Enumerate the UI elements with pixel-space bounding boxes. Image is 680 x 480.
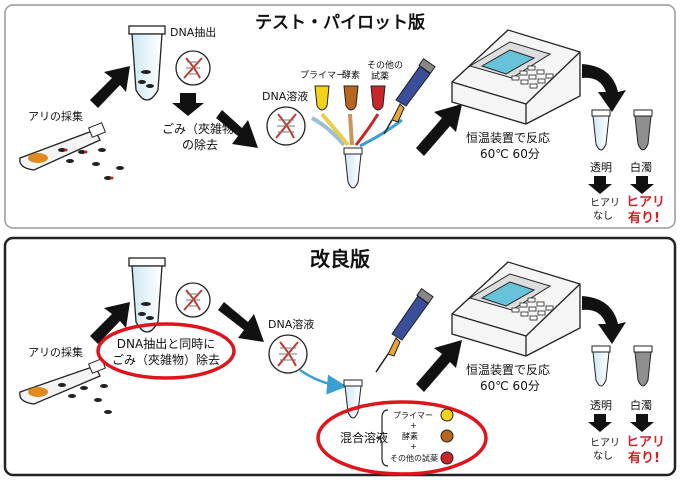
fire-ant-found-line2: 有り! (628, 210, 660, 226)
no-fire-ant-line2: なし (593, 210, 613, 222)
pipette-bottom-icon (375, 288, 434, 373)
highlight-ellipse-extraction (96, 322, 236, 380)
dna-solution-label-bottom: DNA溶液 (268, 317, 314, 331)
no-fire-ant-line2-bottom: なし (593, 450, 613, 462)
clear-label: 透明 (590, 161, 612, 174)
reagents-top: プライマー 酵素 その他の 試薬 (300, 59, 403, 148)
device-line2-bottom: 60℃ 60分 (480, 379, 540, 393)
arrow-to-extraction-bottom-icon (90, 302, 130, 344)
arrow-down-turbid-bottom-icon (630, 414, 654, 432)
turbid-label: 白濁 (630, 160, 652, 174)
arrow-to-dna-solution-bottom-icon (218, 302, 264, 342)
other-line1: その他の (367, 59, 403, 71)
dna-solution-top: DNA溶液 (262, 89, 308, 146)
dna-solution-bottom: DNA溶液 (268, 317, 347, 395)
no-fire-ant-line1: ヒアリ (590, 197, 620, 209)
primer-dot (440, 408, 454, 422)
no-fire-ant-line1-bottom: ヒアリ (590, 437, 620, 449)
other-tube-icon (370, 85, 386, 111)
bottom-panel: 改良版 アリの採集 DNA抽出と同時に ごみ（夾雑物）除去 (3, 236, 677, 477)
arrow-to-extraction-icon (90, 66, 130, 108)
ants-icon (58, 148, 124, 180)
arrow-down-turbid-icon (630, 176, 654, 194)
blue-arrow-icon (299, 368, 347, 395)
clear-tube-bottom-icon (592, 351, 610, 387)
bottom-title: 改良版 (310, 247, 370, 271)
fire-ant-found-line1: ヒアリ (626, 195, 665, 210)
turbid-label-bottom: 白濁 (630, 398, 652, 412)
enzyme-tube-icon (343, 85, 359, 111)
primer-label-bottom: プライマー (393, 411, 433, 420)
fire-ant-found-line1-bottom: ヒアリ (626, 435, 665, 450)
enzyme-dot (440, 429, 454, 443)
reaction-tube-top (343, 147, 363, 189)
turbid-tube-icon (634, 115, 652, 151)
brace-icon (375, 409, 389, 467)
extract-line1: DNA抽出と同時に (117, 337, 215, 351)
vial-cap-icon (87, 122, 107, 138)
ant-collection-label-bottom: アリの採集 (28, 345, 83, 359)
primer-label: プライマー (300, 70, 345, 81)
other-label-bottom: その他の試薬 (390, 453, 438, 463)
top-title: テスト・パイロット版 (255, 12, 425, 33)
other-dot (440, 451, 454, 465)
mixed-solution-label: 混合溶液 (340, 430, 388, 445)
device-line2: 60℃ 60分 (480, 147, 540, 161)
dna-solution-label: DNA溶液 (262, 89, 308, 103)
ant-collection-bottom: アリの採集 (19, 345, 112, 414)
ant-collection-label: アリの採集 (28, 109, 83, 123)
device-line1-bottom: 恒温装置で反応 (466, 363, 550, 377)
incubator-bottom-icon (451, 261, 581, 357)
incubator-top-icon (451, 29, 581, 125)
result-tubes-top: 透明 白濁 ヒアリ なし ヒアリ 有り! (588, 109, 665, 226)
plus-2: + (410, 442, 417, 451)
ants-bottom-icon (58, 383, 112, 414)
curved-arrow-bottom-icon (582, 296, 626, 344)
top-panel-border (4, 4, 676, 229)
arrow-down-icon (172, 93, 204, 116)
extract-line2: ごみ（夾雑物）除去 (112, 352, 220, 367)
debris-line2: の除去 (182, 137, 218, 152)
enzyme-label-bottom: 酵素 (402, 431, 418, 441)
fire-ant-found-line2-bottom: 有り! (628, 450, 660, 466)
arrow-to-device-bottom-icon (416, 340, 462, 392)
ant-collection-top: アリの採集 (19, 109, 124, 180)
arrow-to-dna-solution-icon (216, 110, 258, 148)
other-line2: 試薬 (371, 70, 389, 82)
clear-tube-icon (592, 115, 610, 151)
turbid-tube-bottom-icon (634, 351, 652, 387)
highlight-ellipse-mixture (316, 400, 488, 476)
ant-heads-icon (64, 148, 114, 180)
enzyme-label: 酵素 (342, 69, 360, 81)
result-tubes-bottom: 透明 白濁 ヒアリ なし ヒアリ 有り! (588, 345, 665, 466)
arrow-down-clear-icon (588, 176, 612, 194)
pipette-top-icon (383, 58, 436, 135)
bait-bottom-icon (28, 387, 48, 397)
curved-arrow-icon (582, 64, 626, 112)
extraction-tube-bottom (128, 257, 211, 333)
clear-label-bottom: 透明 (590, 399, 612, 412)
top-panel: テスト・パイロット版 アリの採集 DNA抽出 (4, 4, 676, 229)
plus-1: + (410, 421, 417, 430)
arrow-to-device-icon (416, 104, 462, 156)
bait-icon (28, 153, 48, 163)
device-line1: 恒温装置で反応 (466, 131, 550, 145)
primer-tube-icon (314, 85, 330, 111)
arrow-down-clear-bottom-icon (588, 414, 612, 432)
dna-extraction-label: DNA抽出 (170, 25, 216, 39)
